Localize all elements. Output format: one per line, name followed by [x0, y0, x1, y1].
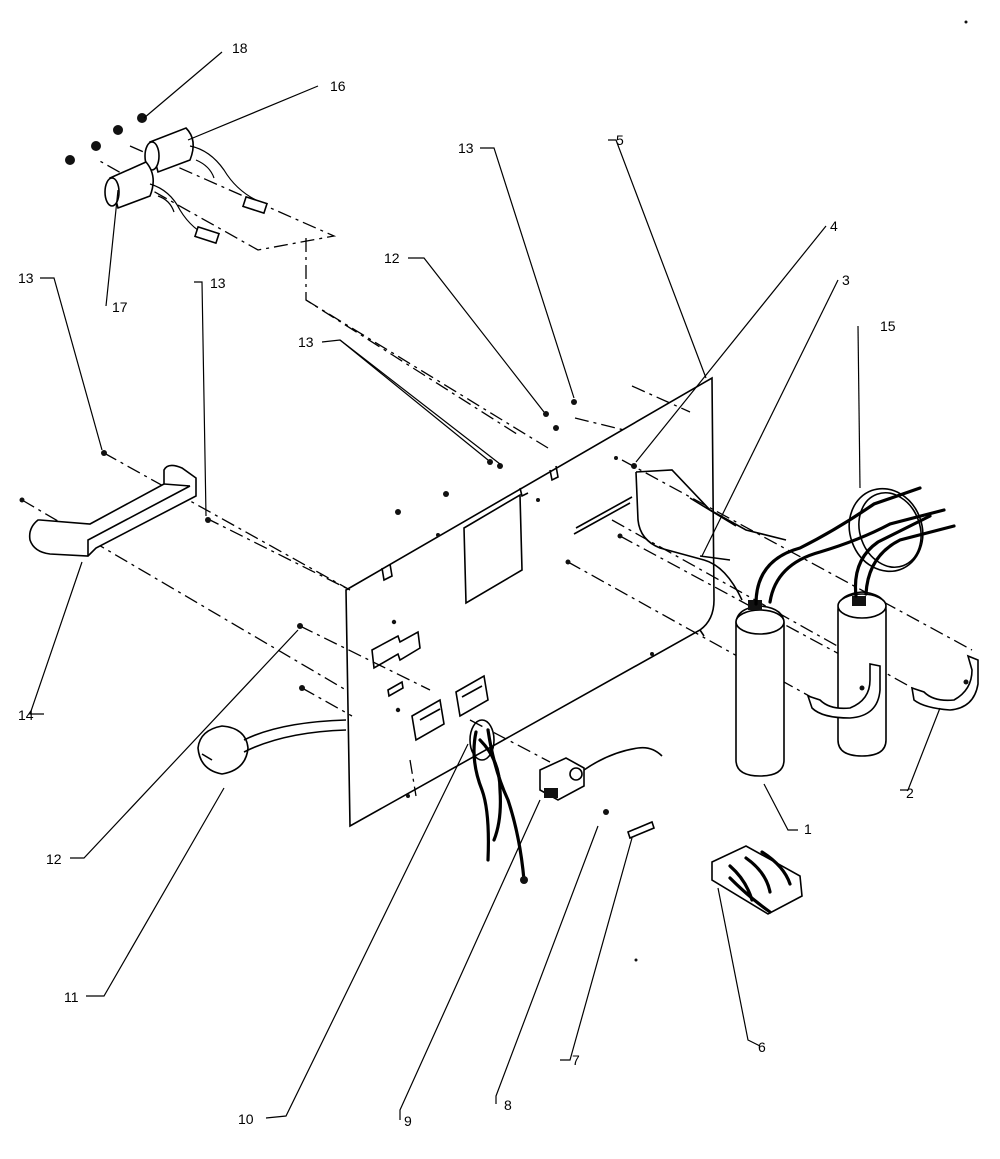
callout-5: 5 — [616, 132, 624, 148]
lower-components — [197, 719, 803, 915]
callout-17: 17 — [112, 299, 128, 315]
screws — [297, 399, 623, 815]
mounting-panel — [345, 376, 715, 828]
callout-16: 16 — [330, 78, 346, 94]
callout-13-left: 13 — [18, 270, 34, 286]
callout-labels: 1 2 3 4 5 6 7 8 9 10 11 12 12 13 13 13 1… — [18, 40, 914, 1129]
callout-9: 9 — [404, 1113, 412, 1129]
left-bracket — [19, 450, 211, 557]
callout-10: 10 — [238, 1111, 254, 1127]
callout-13-center: 13 — [298, 334, 314, 350]
callout-12-lower: 12 — [46, 851, 62, 867]
callout-12-upper: 12 — [384, 250, 400, 266]
callout-2: 2 — [906, 785, 914, 801]
callout-13-bracket: 13 — [210, 275, 226, 291]
callout-11: 11 — [64, 989, 79, 1005]
callout-14: 14 — [18, 707, 34, 723]
callout-6: 6 — [758, 1039, 766, 1055]
callout-15: 15 — [880, 318, 896, 334]
callout-3: 3 — [842, 272, 850, 288]
callout-8: 8 — [504, 1097, 512, 1113]
callout-1: 1 — [804, 821, 812, 837]
callout-13-top: 13 — [458, 140, 474, 156]
capacitor-straps — [806, 654, 979, 719]
cable-assembly-upper — [65, 113, 337, 251]
callout-7: 7 — [572, 1052, 580, 1068]
callout-leaders — [29, 51, 941, 1120]
callout-4: 4 — [830, 218, 838, 234]
callout-18: 18 — [232, 40, 248, 56]
